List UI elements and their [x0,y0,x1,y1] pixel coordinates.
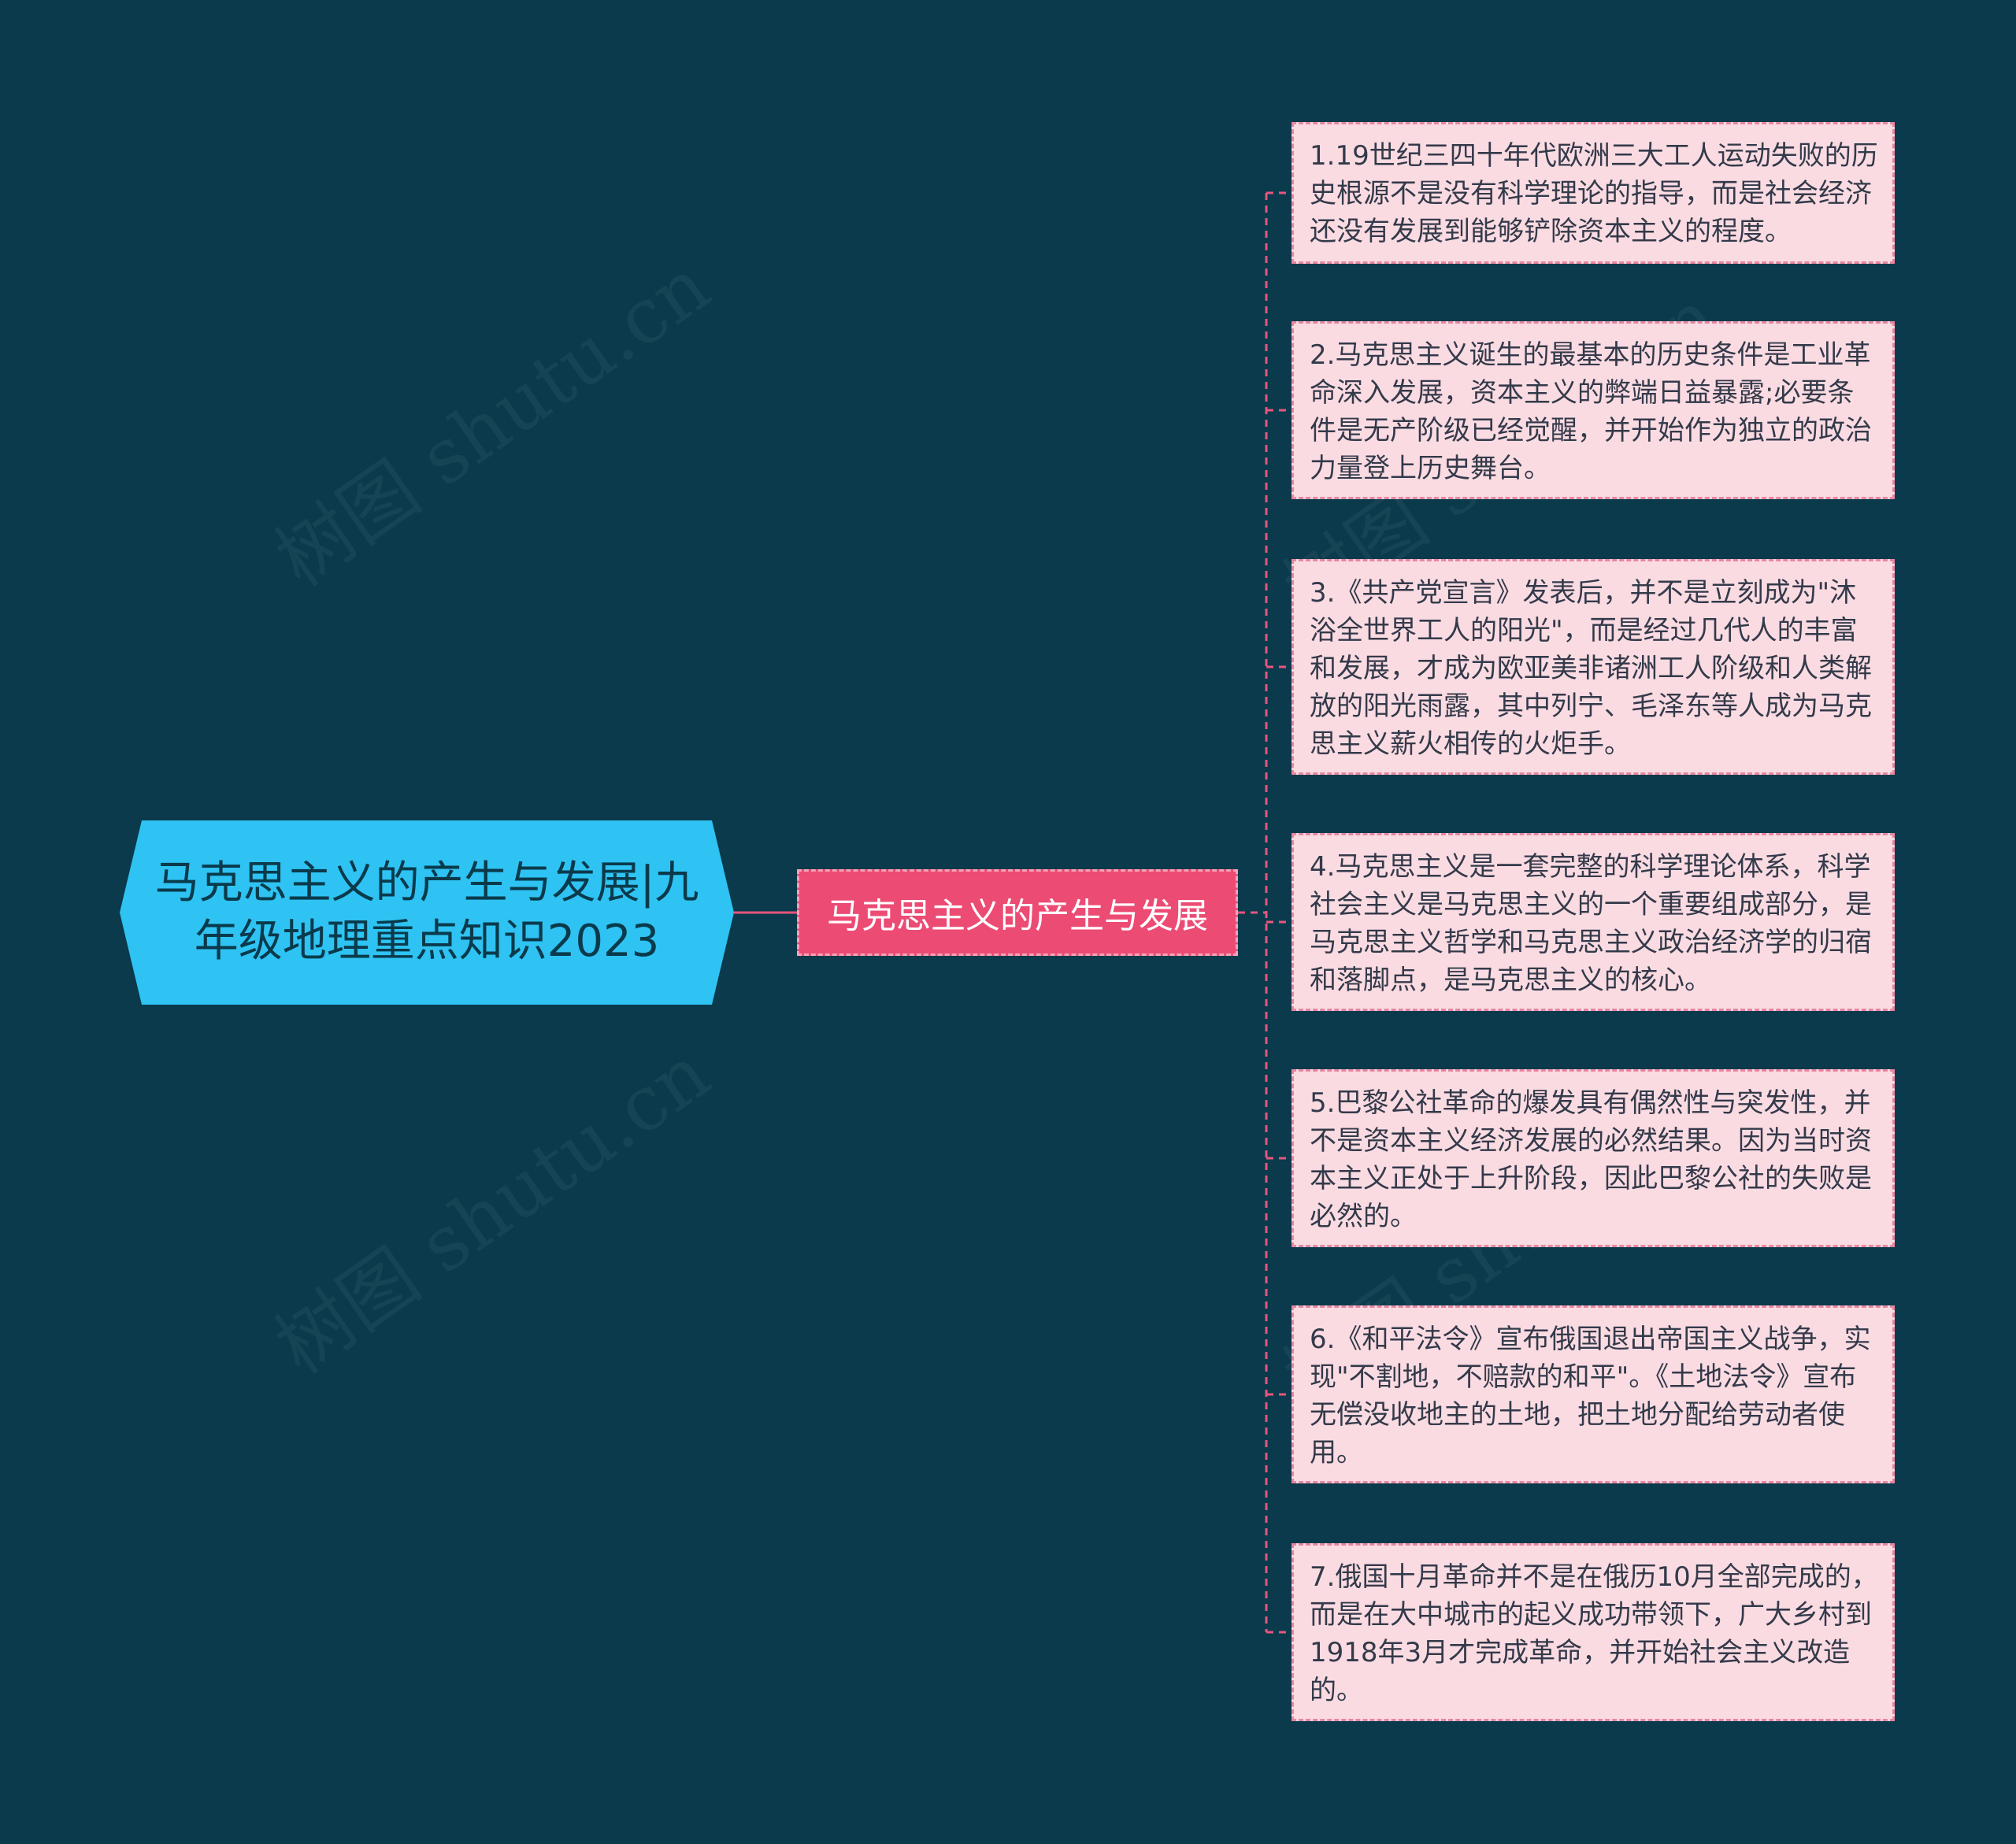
leaf-topic[interactable]: 6.《和平法令》宣布俄国退出帝国主义战争，实现"不割地，不赔款的和平"。《土地法… [1292,1305,1895,1483]
leaf-topic[interactable]: 4.马克思主义是一套完整的科学理论体系，科学社会主义是马克思主义的一个重要组成部… [1292,833,1895,1011]
leaf-topic[interactable]: 7.俄国十月革命并不是在俄历10月全部完成的，而是在大中城市的起义成功带领下，广… [1292,1543,1895,1721]
leaf-topic[interactable]: 2.马克思主义诞生的最基本的历史条件是工业革命深入发展，资本主义的弊端日益暴露;… [1292,321,1895,499]
leaf-topic[interactable]: 3.《共产党宣言》发表后，并不是立刻成为"沐浴全世界工人的阳光"，而是经过几代人… [1292,559,1895,775]
branch-topic[interactable]: 马克思主义的产生与发展 [797,869,1238,956]
leaf-topic[interactable]: 1.19世纪三四十年代欧洲三大工人运动失败的历史根源不是没有科学理论的指导，而是… [1292,122,1895,264]
leaf-topic[interactable]: 5.巴黎公社革命的爆发具有偶然性与突发性，并不是资本主义经济发展的必然结果。因为… [1292,1069,1895,1247]
root-topic[interactable]: 马克思主义的产生与发展|九年级地理重点知识2023 [120,820,734,1005]
